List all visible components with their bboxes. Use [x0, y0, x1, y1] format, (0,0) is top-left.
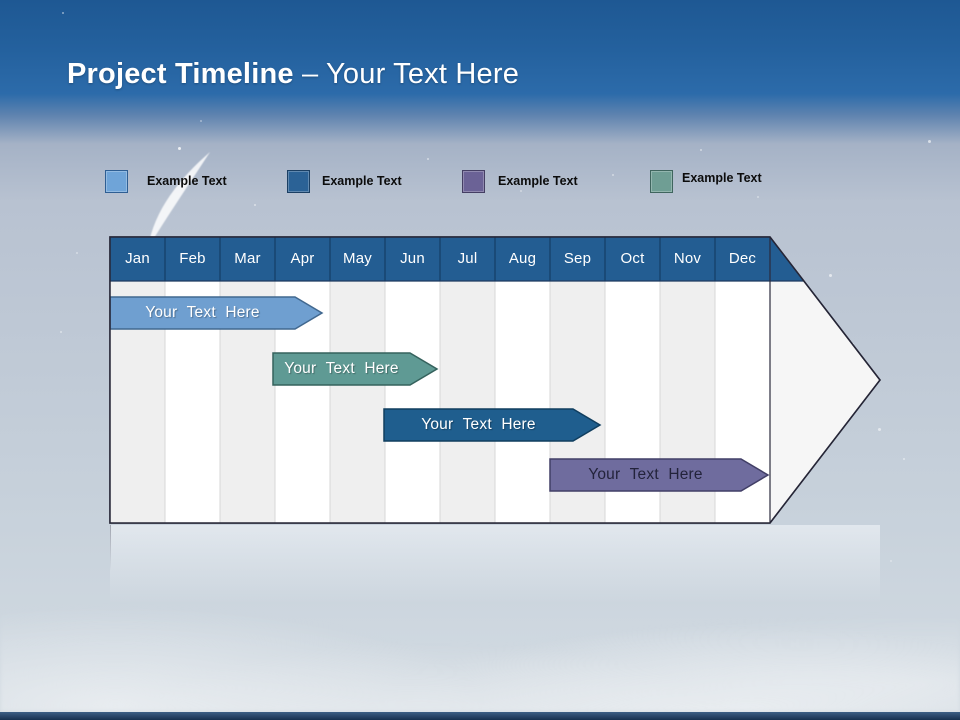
legend-label: Example Text	[498, 174, 578, 188]
star-dot	[200, 120, 202, 122]
star-dot	[427, 158, 429, 160]
month-cell-sep: Sep	[563, 250, 592, 267]
title-light-text: – Your Text Here	[301, 58, 520, 90]
gantt-bar-1-label: Your Text Here	[145, 304, 260, 321]
month-cell-jul: Jul	[457, 250, 478, 267]
star-dot	[333, 181, 335, 183]
star-dot	[700, 149, 702, 151]
month-cell-jan: Jan	[125, 250, 150, 267]
title-bold-text: Project Timeline	[67, 58, 294, 90]
month-cell-apr: Apr	[290, 250, 315, 267]
month-cell-dec: Dec	[728, 250, 757, 267]
star-dot	[254, 204, 256, 206]
gantt-bar-2	[272, 352, 439, 386]
star-dot	[903, 458, 905, 460]
legend-swatch-teal	[650, 169, 673, 193]
month-cell-jun: Jun	[400, 250, 425, 267]
month-cell-feb: Feb	[179, 250, 206, 267]
timeline-arrow-shape	[109, 236, 881, 524]
star-dot	[76, 252, 78, 254]
table-reflection-edge	[110, 525, 111, 571]
star-dot	[520, 190, 522, 192]
slide-title: Project Timeline – Your Text Here	[67, 58, 519, 91]
star-dot	[62, 12, 64, 14]
legend-item-1: Example Text	[105, 169, 227, 193]
legend-label: Example Text	[682, 171, 762, 185]
star-dot	[829, 274, 832, 277]
legend-swatch-darkblue	[287, 169, 310, 193]
month-cell-may: May	[343, 250, 372, 267]
gantt-bar-1	[110, 296, 324, 330]
gantt-bar-4-label: Your Text Here	[588, 466, 703, 483]
star-dot	[757, 196, 759, 198]
legend-label: Example Text	[147, 174, 227, 188]
month-cell-mar: Mar	[234, 250, 261, 267]
month-cell-aug: Aug	[508, 250, 537, 267]
legend-swatch-purple	[462, 169, 485, 193]
star-dot	[60, 331, 62, 333]
legend-swatch-lightblue	[105, 169, 128, 193]
gantt-bar-3-label: Your Text Here	[421, 416, 536, 433]
legend-item-2: Example Text	[287, 169, 402, 193]
clouds	[0, 552, 960, 712]
star-dot	[928, 140, 931, 143]
gantt-bar-4	[549, 458, 770, 492]
legend-item-3: Example Text	[462, 169, 578, 193]
star-dot	[890, 560, 892, 562]
gantt-bar-3	[383, 408, 602, 442]
star-dot	[178, 147, 181, 150]
star-dot	[878, 428, 881, 431]
month-header-row: Jan Feb Mar Apr May Jun Jul Aug Sep Oct …	[110, 237, 770, 281]
gantt-bar-2-label: Your Text Here	[284, 360, 399, 377]
legend-label: Example Text	[322, 174, 402, 188]
star-dot	[612, 174, 614, 176]
month-cell-oct: Oct	[620, 250, 645, 267]
bottom-accent-strip	[0, 712, 960, 720]
month-cell-nov: Nov	[673, 250, 702, 267]
legend-item-4: Example Text	[650, 169, 762, 193]
timeline-header-band	[110, 237, 804, 281]
